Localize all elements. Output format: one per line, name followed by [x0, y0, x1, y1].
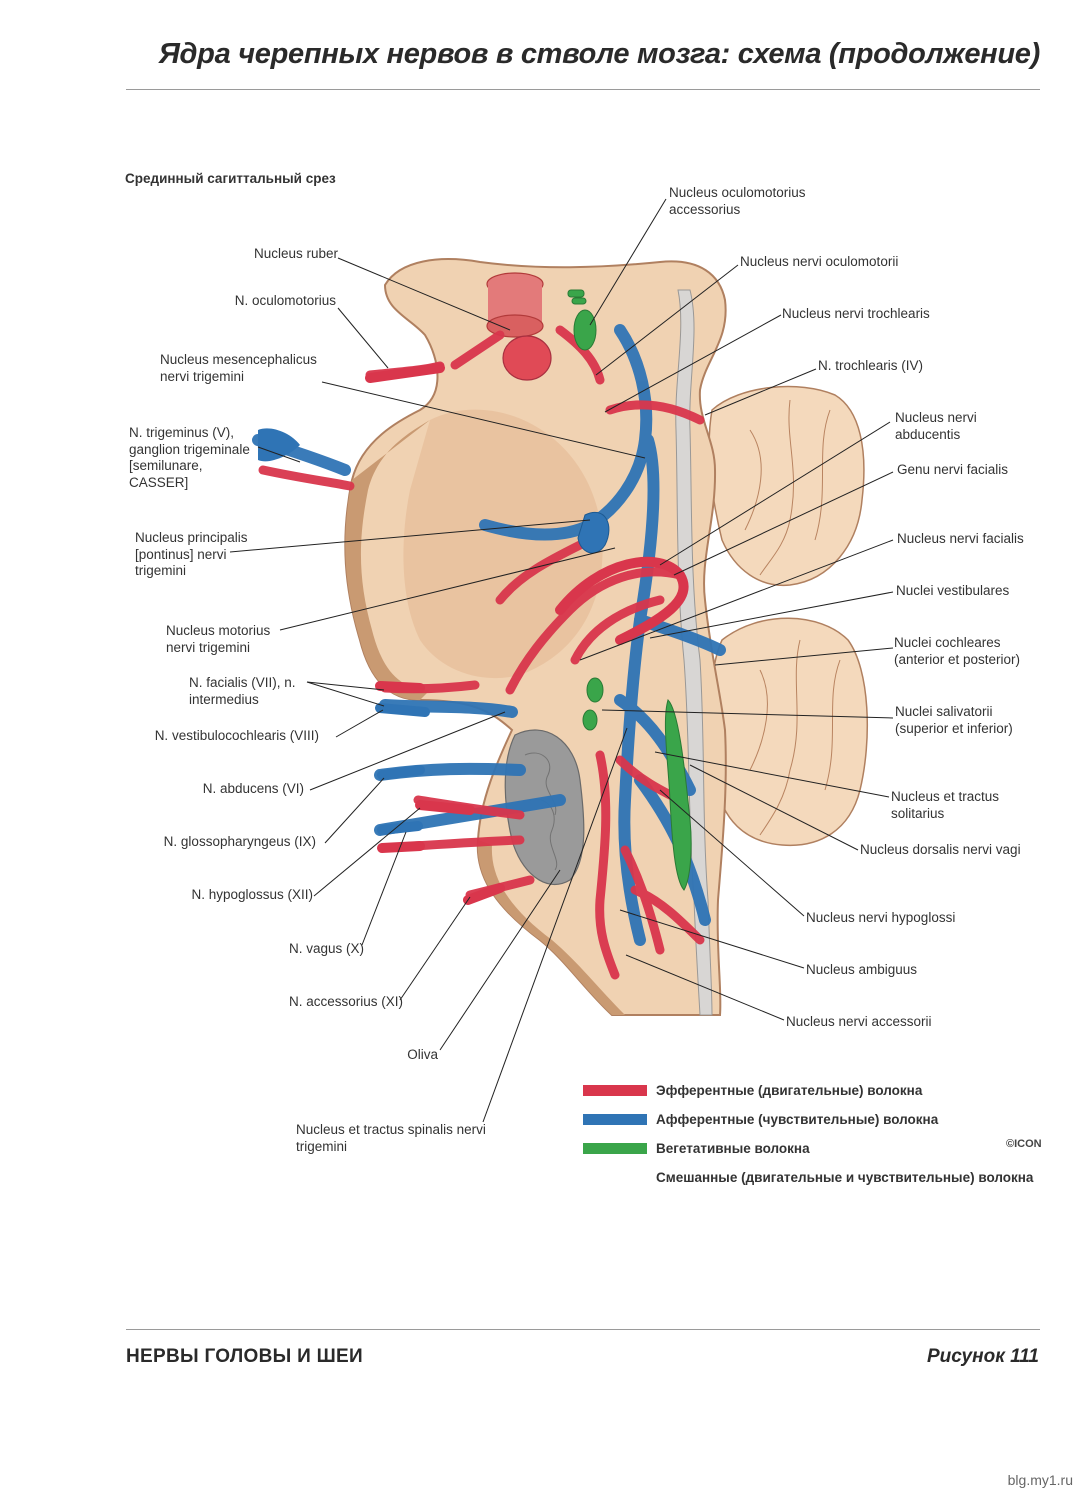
- publisher-mark: ©ICON: [1006, 1138, 1042, 1150]
- label-nucleus-nervi-oculomotorii: Nucleus nervi oculomotorii: [740, 254, 899, 269]
- label-nuclei-vestibulares: Nuclei vestibulares: [896, 583, 1010, 598]
- label-nucleus-tractus-spinalis: Nucleus et tractus spinalis nervi trigem…: [296, 1122, 486, 1154]
- figure-number: Рисунок 111: [926, 1346, 1039, 1367]
- footer-rule: [126, 1329, 1040, 1330]
- legend-text-mixed: Смешанные (двигательные и чувствительные…: [656, 1170, 1034, 1185]
- page-title: Ядра черепных нервов в стволе мозга: схе…: [158, 38, 1041, 70]
- label-nucleus-nervi-abducentis: Nucleus nervi abducentis: [895, 410, 977, 442]
- nucleus-ruber-shape: [486, 272, 552, 381]
- label-oliva: Oliva: [407, 1047, 438, 1062]
- legend-swatch-vegetative: [583, 1143, 647, 1154]
- label-n-glossopharyngeus: N. glossopharyngeus (IX): [163, 834, 316, 849]
- label-n-vagus: N. vagus (X): [288, 941, 364, 956]
- legend-text-afferent: Афферентные (чувствительные) волокна: [656, 1112, 939, 1127]
- legend-text-vegetative: Вегетативные волокна: [656, 1141, 810, 1156]
- label-n-abducens: N. abducens (VI): [202, 781, 304, 796]
- legend-swatch-efferent: [583, 1085, 647, 1096]
- label-nucleus-mesencephalicus: Nucleus mesencephalicus nervi trigemini: [160, 352, 317, 384]
- label-n-facialis: N. facialis (VII), n. intermedius: [189, 675, 296, 707]
- label-genu-nervi-facialis: Genu nervi facialis: [897, 462, 1009, 477]
- label-nucleus-nervi-trochlearis: Nucleus nervi trochlearis: [782, 306, 930, 321]
- label-nucleus-nervi-accessorii: Nucleus nervi accessorii: [786, 1014, 932, 1029]
- label-n-trigeminus: N. trigeminus (V), ganglion trigeminale …: [129, 425, 250, 490]
- label-nucleus-dorsalis-nervi-vagi: Nucleus dorsalis nervi vagi: [860, 842, 1021, 857]
- label-nuclei-salivatorii: Nuclei salivatorii (superior et inferior…: [895, 704, 1013, 736]
- ganglion-trigeminale: [258, 428, 300, 462]
- watermark: blg.my1.ru: [1007, 1472, 1073, 1488]
- label-nuclei-cochleares: Nuclei cochleares (anterior et posterior…: [894, 635, 1021, 667]
- label-nucleus-principalis: Nucleus principalis [pontinus] nervi tri…: [135, 530, 248, 578]
- label-nucleus-ruber: Nucleus ruber: [253, 246, 338, 261]
- label-nucleus-tractus-solitarius: Nucleus et tractus solitarius: [891, 789, 1000, 821]
- header-rule: [126, 89, 1040, 90]
- label-nucleus-ambiguus: Nucleus ambiguus: [806, 962, 918, 977]
- legend-swatch-afferent: [583, 1114, 647, 1125]
- label-n-vestibulocochlearis: N. vestibulocochlearis (VIII): [154, 728, 319, 743]
- label-n-trochlearis: N. trochlearis (IV): [818, 358, 924, 373]
- label-nucleus-nervi-hypoglossi: Nucleus nervi hypoglossi: [806, 910, 956, 925]
- label-n-oculomotorius: N. oculomotorius: [234, 293, 336, 308]
- label-nucleus-motorius: Nucleus motorius nervi trigemini: [166, 623, 271, 655]
- label-n-accessorius: N. accessorius (XI): [288, 994, 403, 1009]
- label-nucleus-oculomotorius-accessorius: Nucleus oculomotorius accessorius: [669, 185, 806, 217]
- footer-section-title: НЕРВЫ ГОЛОВЫ И ШЕИ: [126, 1346, 363, 1367]
- legend-text-efferent: Эфферентные (двигательные) волокна: [656, 1083, 923, 1098]
- label-nucleus-nervi-facialis: Nucleus nervi facialis: [897, 531, 1024, 546]
- label-n-hypoglossus: N. hypoglossus (XII): [191, 887, 313, 902]
- section-label: Срединный сагиттальный срез: [125, 171, 336, 186]
